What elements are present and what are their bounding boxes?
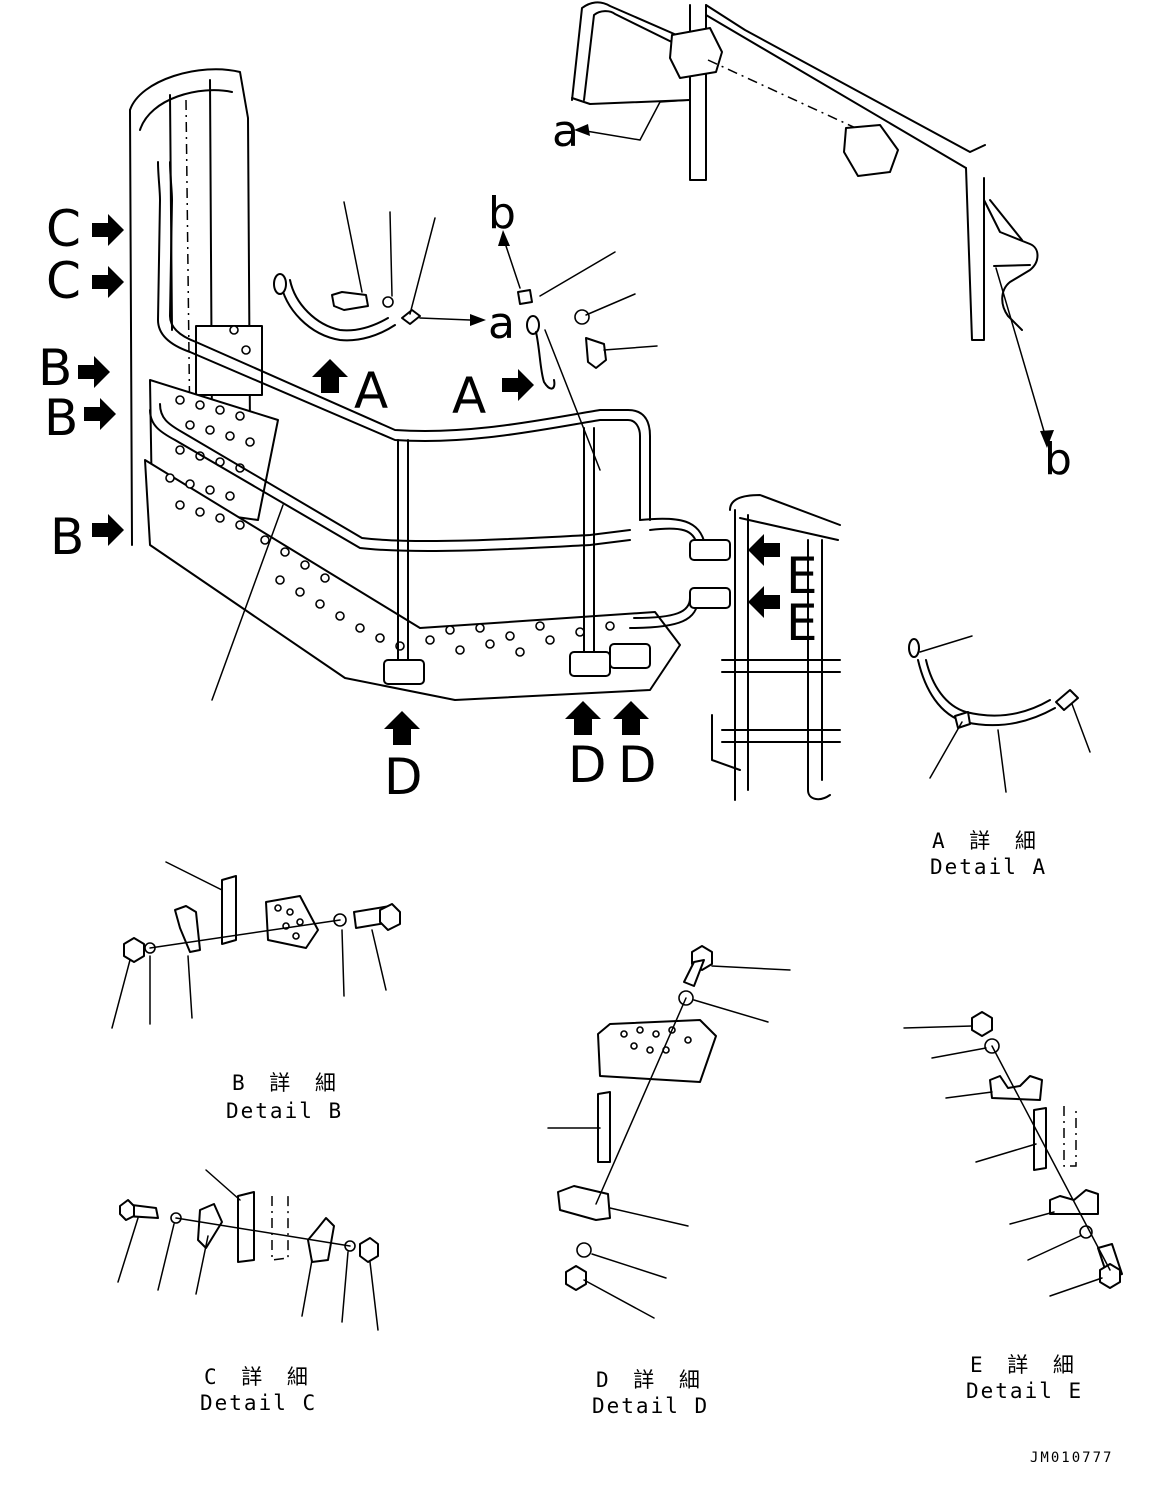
detail-e-drawing (903, 1011, 1123, 1297)
detail-captions: A 詳 細 Detail A B 詳 細 Detail B C 詳 細 Deta… (200, 829, 1113, 1466)
callout-d-1: D (384, 748, 423, 806)
callout-d-2: D (568, 736, 607, 794)
ref-b-1: b (488, 188, 516, 239)
detail-b-drawing (111, 861, 401, 1029)
callout-labels: C C B B B A A D D D E E a a b b (38, 106, 1072, 806)
detail-a-title-en: Detail A (930, 855, 1047, 879)
callout-c-1: C (46, 200, 81, 258)
detail-a-drawing (908, 635, 1091, 793)
callout-e-2: E (786, 594, 818, 652)
detail-e-title-jp: E 詳 細 (970, 1353, 1080, 1377)
detail-b-title-en: Detail B (226, 1099, 343, 1123)
detail-d-drawing (547, 945, 791, 1319)
callout-b-2: B (44, 389, 78, 447)
detail-d-title-en: Detail D (592, 1394, 709, 1418)
detail-a-title-jp: A 詳 細 (932, 829, 1042, 853)
detail-e-title-en: Detail E (966, 1379, 1083, 1403)
callout-b-3: B (50, 508, 84, 566)
callout-a-1: A (354, 362, 388, 420)
callout-d-3: D (618, 736, 657, 794)
detail-d-title-jp: D 詳 細 (596, 1368, 706, 1392)
detail-c-title-jp: C 詳 細 (204, 1365, 314, 1389)
detail-c-title-en: Detail C (200, 1391, 317, 1415)
callout-b-1: B (38, 339, 72, 397)
detail-b-title-jp: B 詳 細 (232, 1071, 342, 1095)
floor-perforations (165, 395, 615, 657)
callout-c-2: C (46, 252, 81, 310)
callout-e-1: E (786, 547, 818, 605)
ref-b-2: b (1044, 434, 1072, 485)
main-assembly (129, 1, 1054, 801)
document-id: JM010777 (1030, 1450, 1113, 1466)
detail-c-drawing (117, 1169, 379, 1331)
callout-a-2: A (452, 367, 486, 425)
ref-a-2: a (552, 106, 579, 157)
ref-a-1: a (488, 298, 515, 349)
